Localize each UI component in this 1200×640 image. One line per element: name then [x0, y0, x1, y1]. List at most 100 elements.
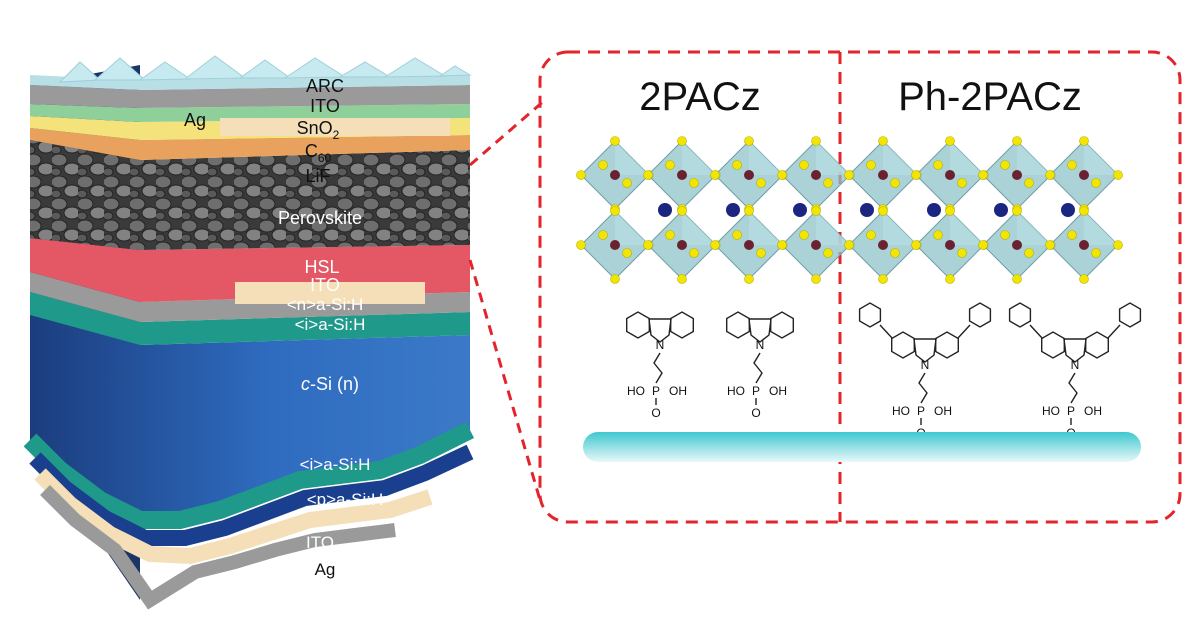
hydroxyl-right-label: OH	[769, 384, 787, 398]
halide-atom	[978, 240, 988, 250]
halide-atom	[878, 274, 888, 284]
octahedron	[710, 136, 788, 214]
octahedron	[844, 136, 922, 214]
label-csi: c-Si (n)	[301, 374, 359, 394]
oxygen-atom-label: O	[751, 406, 760, 420]
label-p-asi: <p>a-Si:H	[307, 490, 384, 509]
octahedron-facet	[1017, 141, 1051, 175]
halide-atom	[823, 248, 833, 258]
halide-atom	[665, 230, 675, 240]
halide-atom	[598, 160, 608, 170]
octahedron	[777, 136, 855, 214]
halide-atom	[689, 248, 699, 258]
ito-mid-pad	[235, 282, 425, 304]
label-n-asi: <n>a-Si:H	[287, 295, 364, 314]
halide-atom	[799, 230, 809, 240]
halide-atom	[1091, 178, 1101, 188]
octahedron	[911, 206, 989, 284]
label-ag-bottom: Ag	[315, 560, 336, 579]
octahedron-facet	[615, 211, 649, 245]
hydroxyl-left-label: HO	[727, 384, 745, 398]
octahedron	[576, 206, 654, 284]
halide-atom	[677, 136, 687, 146]
octahedron	[777, 206, 855, 284]
pyrrole-ring	[748, 318, 772, 343]
halide-atom	[710, 240, 720, 250]
b-site-atom	[811, 240, 821, 250]
halide-atom	[710, 170, 720, 180]
octahedron-facet	[682, 141, 716, 175]
label-ito-top: ITO	[310, 96, 340, 116]
hydroxyl-right-label: OH	[1084, 404, 1102, 418]
halide-atom	[911, 170, 921, 180]
octahedron	[1045, 206, 1123, 284]
label-ag-top: Ag	[184, 110, 206, 130]
ito-bottom-layer	[34, 468, 433, 565]
phenyl-bond	[1107, 324, 1121, 339]
i-asi-bottom-layer	[23, 421, 475, 529]
label-arc: ARC	[306, 76, 344, 96]
label-sno2: SnO2	[297, 118, 340, 142]
benzene-ring	[726, 311, 750, 339]
b-site-atom	[1079, 240, 1089, 250]
halide-atom	[1024, 178, 1034, 188]
b-site-atom	[677, 170, 687, 180]
halide-atom	[1024, 248, 1034, 258]
ethyl-chain	[753, 352, 763, 384]
a-site-cation	[994, 203, 1008, 217]
halide-atom	[811, 136, 821, 146]
phenyl-ring	[1118, 302, 1142, 328]
title-ph-2pacz: Ph-2PACz	[898, 75, 1082, 119]
halide-atom	[576, 170, 586, 180]
halide-atom	[622, 178, 632, 188]
halide-atom	[945, 136, 955, 146]
ethyl-chain	[1068, 372, 1078, 404]
label-hsl: HSL	[304, 257, 339, 277]
benzene-ring	[1040, 331, 1066, 359]
halide-atom	[1091, 248, 1101, 258]
octahedron-facet	[816, 211, 850, 245]
halide-atom	[890, 248, 900, 258]
halide-atom	[1000, 160, 1010, 170]
octahedron-facet	[682, 211, 716, 245]
octahedron	[710, 206, 788, 284]
halide-atom	[610, 274, 620, 284]
octahedron-facet	[816, 141, 850, 175]
octahedron	[844, 206, 922, 284]
a-site-cation	[658, 203, 672, 217]
halide-atom	[1079, 206, 1089, 216]
hydroxyl-left-label: HO	[1042, 404, 1060, 418]
label-i-asi-bottom: <i>a-Si:H	[300, 455, 371, 474]
octahedron	[978, 136, 1056, 214]
nitrogen-atom-label: N	[921, 358, 930, 372]
octahedron-facet	[1017, 211, 1051, 245]
octahedron-facet	[749, 211, 783, 245]
b-site-atom	[1012, 170, 1022, 180]
label-ito-mid: ITO	[310, 275, 340, 295]
halide-atom	[576, 240, 586, 250]
halide-atom	[844, 170, 854, 180]
label-c60-main: C	[305, 141, 318, 161]
phenyl-ring	[1008, 302, 1032, 328]
b-site-atom	[945, 170, 955, 180]
halide-atom	[866, 160, 876, 170]
phosphorus-atom-label: P	[917, 404, 925, 418]
halide-atom	[689, 178, 699, 188]
octahedron-facet	[883, 141, 917, 175]
b-site-atom	[1012, 240, 1022, 250]
ag-top-layer	[30, 85, 470, 108]
halide-atom	[878, 206, 888, 216]
lif-layer	[30, 128, 470, 160]
ethyl-chain	[653, 352, 663, 384]
halide-atom	[1045, 240, 1055, 250]
ito-top-pad	[220, 118, 450, 136]
a-site-cation	[1061, 203, 1075, 217]
octahedron-facet	[950, 211, 984, 245]
octahedron-facet	[883, 211, 917, 245]
nitrogen-atom-label: N	[1071, 358, 1080, 372]
halide-atom	[866, 230, 876, 240]
a-site-cation	[726, 203, 740, 217]
b-site-atom	[945, 240, 955, 250]
